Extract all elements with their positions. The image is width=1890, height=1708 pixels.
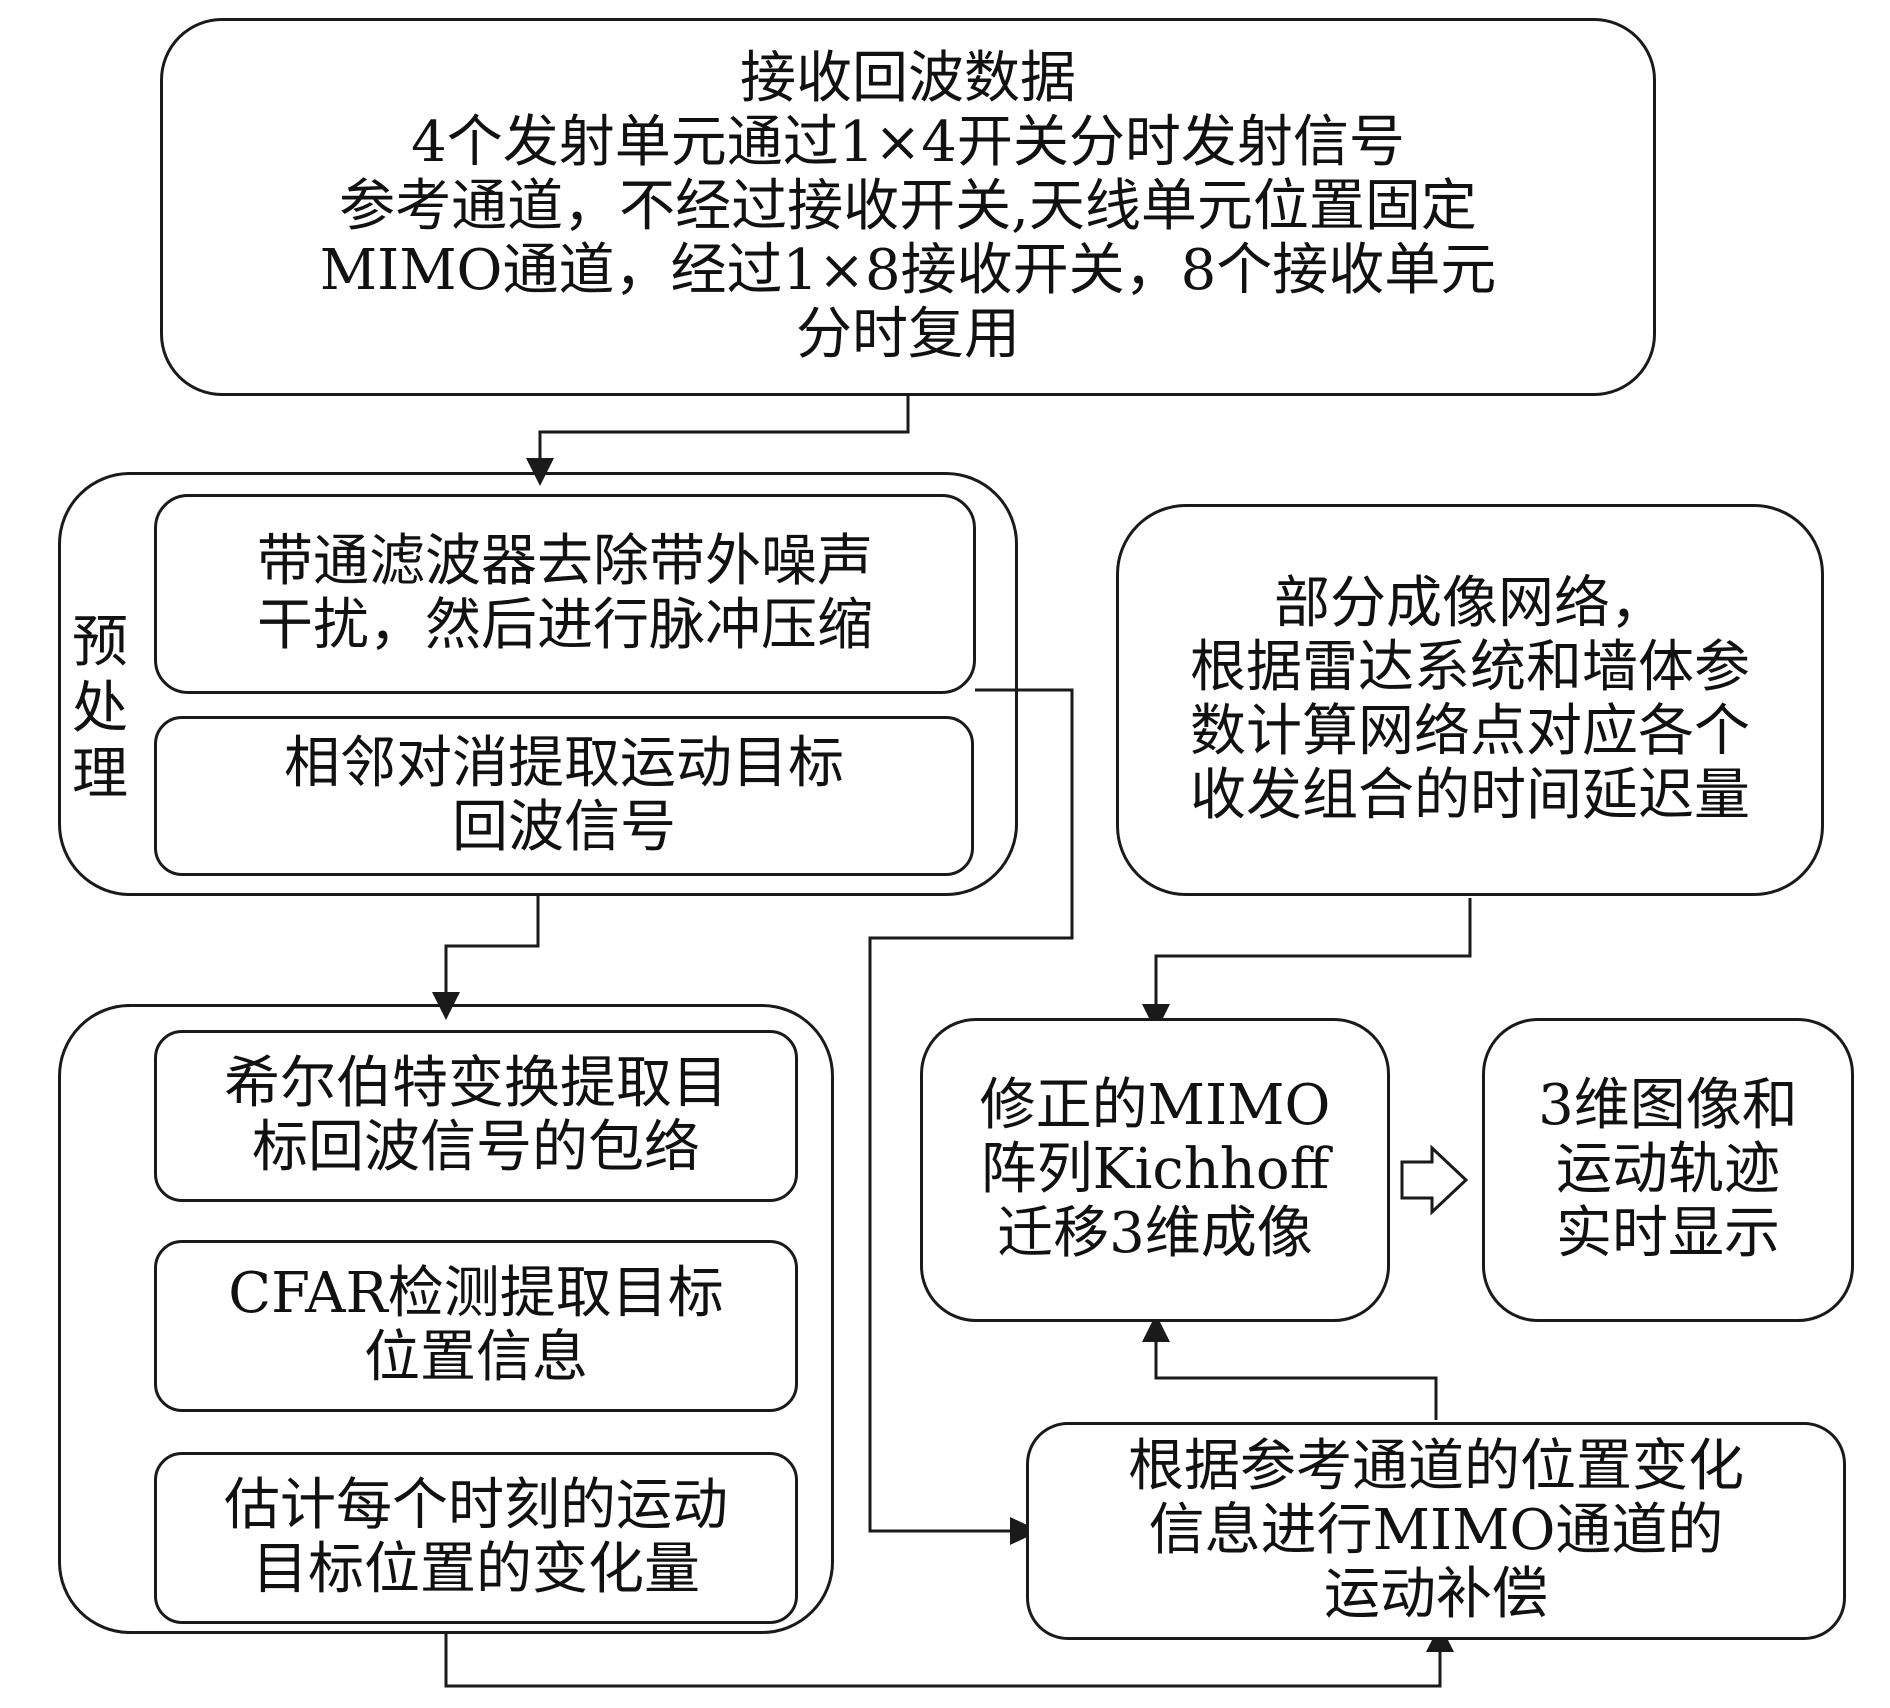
motion-compensation-box: 根据参考通道的位置变化 信息进行MIMO通道的 运动补偿 (1026, 1422, 1846, 1640)
receive-line-5: 分时复用 (796, 302, 1020, 367)
bandpass-line-2: 干扰，然后进行脉冲压缩 (257, 593, 873, 658)
display-line-1: 3维图像和 (1538, 1073, 1798, 1138)
compensation-line-3: 运动补偿 (1324, 1562, 1548, 1627)
arrow-preprocess-to-estimation (444, 896, 540, 992)
adjacent-cancel-box: 相邻对消提取运动目标 回波信号 (154, 716, 974, 876)
preprocess-group (58, 472, 1018, 896)
preprocess-label-char-2: 处 (72, 676, 128, 741)
imaging-line-3: 迁移3维成像 (997, 1201, 1313, 1266)
imaging-line-2: 阵列Kichhoff (980, 1137, 1330, 1202)
arrow-receive-to-preprocess (538, 396, 910, 458)
bandpass-line-1: 带通滤波器去除带外噪声 (257, 529, 873, 594)
estimation-group (58, 1004, 834, 1634)
preprocess-label-char-1: 预 (72, 610, 128, 675)
display-line-2: 运动轨迹 (1556, 1137, 1780, 1202)
receive-line-1: 接收回波数据 (740, 46, 1076, 111)
receive-line-2: 4个发射单元通过1×4开关分时发射信号 (411, 110, 1405, 175)
display-line-3: 实时显示 (1556, 1201, 1780, 1266)
arrowhead-imaging-bottom (1142, 1314, 1170, 1342)
arrow-filter-to-compensation (868, 688, 1074, 1533)
preprocess-label: 预 处 理 (72, 610, 128, 808)
hollow-arrow-imaging-to-display (1400, 1144, 1469, 1216)
hilbert-line-1: 希尔伯特变换提取目 (224, 1051, 728, 1116)
arrow-grid-to-imaging (1154, 898, 1472, 1004)
cfar-line-2: 位置信息 (364, 1325, 588, 1390)
arrowhead-compensation-left (1010, 1517, 1040, 1545)
cancel-line-2: 回波信号 (452, 795, 676, 860)
hilbert-envelope-box: 希尔伯特变换提取目 标回波信号的包络 (154, 1030, 798, 1202)
receive-echo-box: 接收回波数据 4个发射单元通过1×4开关分时发射信号 参考通道，不经过接收开关,… (160, 18, 1656, 396)
position-change-box: 估计每个时刻的运动 目标位置的变化量 (154, 1452, 798, 1624)
cfar-line-1: CFAR检测提取目标 (228, 1261, 724, 1326)
imaging-grid-box: 部分成像网络， 根据雷达系统和墙体参 数计算网络点对应各个 收发组合的时间延迟量 (1116, 504, 1824, 896)
hilbert-line-2: 标回波信号的包络 (252, 1115, 700, 1180)
grid-line-1: 部分成像网络， (1274, 571, 1666, 636)
arrow-estimation-to-compensation (444, 1633, 1442, 1688)
bandpass-filter-box: 带通滤波器去除带外噪声 干扰，然后进行脉冲压缩 (154, 494, 976, 694)
realtime-display-box: 3维图像和 运动轨迹 实时显示 (1482, 1018, 1854, 1322)
receive-line-4: MIMO通道，经过1×8接收开关，8个接收单元 (319, 238, 1497, 303)
compensation-line-2: 信息进行MIMO通道的 (1148, 1498, 1724, 1563)
grid-line-2: 根据雷达系统和墙体参 (1190, 635, 1750, 700)
arrow-compensation-to-imaging (1154, 1342, 1438, 1420)
delta-line-2: 目标位置的变化量 (252, 1537, 700, 1602)
cancel-line-1: 相邻对消提取运动目标 (284, 731, 844, 796)
cfar-detection-box: CFAR检测提取目标 位置信息 (154, 1240, 798, 1412)
receive-line-3: 参考通道，不经过接收开关,天线单元位置固定 (339, 174, 1477, 239)
imaging-line-1: 修正的MIMO (979, 1073, 1331, 1138)
grid-line-3: 数计算网络点对应各个 (1190, 699, 1750, 764)
grid-line-4: 收发组合的时间延迟量 (1190, 763, 1750, 828)
kirchhoff-imaging-box: 修正的MIMO 阵列Kichhoff 迁移3维成像 (920, 1018, 1390, 1322)
preprocess-label-char-3: 理 (72, 742, 128, 807)
compensation-line-1: 根据参考通道的位置变化 (1128, 1434, 1744, 1499)
delta-line-1: 估计每个时刻的运动 (224, 1473, 728, 1538)
